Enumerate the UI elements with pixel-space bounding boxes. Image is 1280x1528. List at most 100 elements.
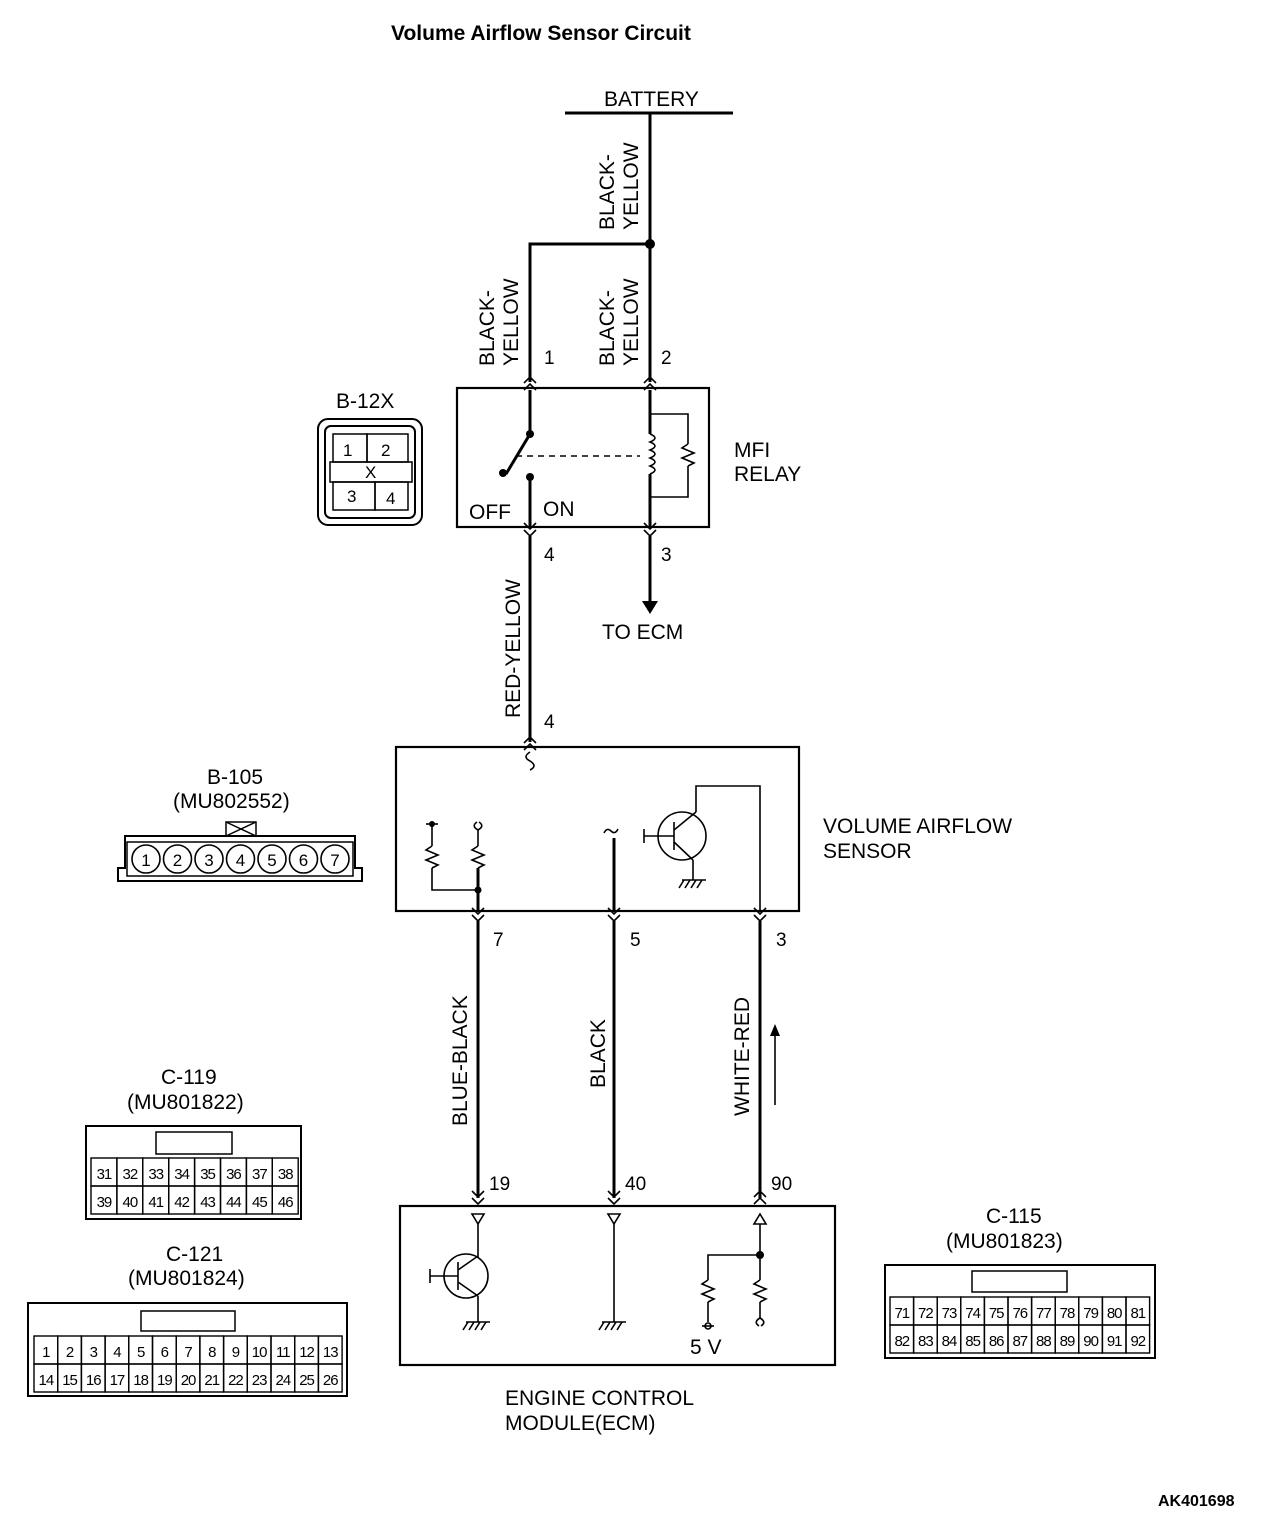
svg-text:(MU801824): (MU801824) bbox=[128, 1267, 245, 1290]
c121-pin-label: 13 bbox=[323, 1344, 338, 1361]
relay-off-label: OFF bbox=[469, 501, 511, 524]
b105-pin-cell bbox=[162, 844, 193, 874]
svg-text:BLACK-: BLACK- bbox=[476, 290, 499, 366]
svg-text:(MU801822): (MU801822) bbox=[127, 1091, 244, 1114]
mfi-relay-box bbox=[455, 386, 711, 529]
svg-text:MODULE(ECM): MODULE(ECM) bbox=[505, 1412, 656, 1435]
b105-pin-label: 5 bbox=[267, 851, 276, 870]
svg-text:(MU801823): (MU801823) bbox=[946, 1230, 1063, 1253]
b105-pin-cell bbox=[131, 844, 161, 874]
relay-pin1-wire bbox=[528, 242, 650, 382]
c121-pin-label: 11 bbox=[276, 1344, 290, 1361]
sensor-pin-4: 4 bbox=[544, 712, 555, 733]
b105-pin-cell bbox=[194, 844, 224, 874]
c121-pin-label: 3 bbox=[90, 1344, 98, 1361]
svg-text:YELLOW: YELLOW bbox=[620, 278, 643, 366]
c119-pin-label: 38 bbox=[278, 1166, 293, 1183]
sensor-name: VOLUME AIRFLOW SENSOR bbox=[823, 815, 1012, 863]
c121-pin-label: 25 bbox=[299, 1372, 314, 1389]
white-red-color-label: WHITE-RED bbox=[731, 997, 754, 1116]
svg-text:RELAY: RELAY bbox=[734, 463, 801, 486]
ecm-ground bbox=[598, 1213, 626, 1331]
c115-pin-label: 80 bbox=[1107, 1305, 1122, 1322]
signal-direction-arrow bbox=[770, 1024, 780, 1105]
black-color-label: BLACK bbox=[587, 1019, 610, 1088]
relay-pin-1: 1 bbox=[544, 348, 555, 369]
svg-text:ENGINE CONTROL: ENGINE CONTROL bbox=[505, 1387, 694, 1410]
ecm-pin-40: 40 bbox=[625, 1174, 646, 1195]
relay-pin2-color-label: BLACK- YELLOW bbox=[596, 278, 643, 366]
b105-pin-cell bbox=[288, 844, 319, 874]
svg-text:C-115: C-115 bbox=[986, 1205, 1042, 1228]
c119-pin-label: 33 bbox=[148, 1166, 163, 1183]
c115-pin-label: 86 bbox=[989, 1333, 1004, 1350]
c115-pin-label: 82 bbox=[894, 1333, 909, 1350]
c121-pin-label: 17 bbox=[110, 1372, 125, 1389]
c121-pin-label: 24 bbox=[276, 1372, 291, 1389]
svg-text:X: X bbox=[365, 463, 376, 482]
svg-text:SENSOR: SENSOR bbox=[823, 840, 912, 863]
battery-label: BATTERY bbox=[604, 88, 699, 111]
c115-pin-label: 84 bbox=[942, 1333, 957, 1350]
b105-pin-label: 7 bbox=[330, 851, 339, 870]
volume-airflow-sensor-box bbox=[394, 745, 801, 913]
red-yellow-color-label: RED-YELLOW bbox=[502, 579, 525, 718]
b105-pin-label: 3 bbox=[204, 851, 213, 870]
b105-pin-label: 6 bbox=[299, 851, 308, 870]
to-ecm-label: TO ECM bbox=[602, 621, 683, 644]
c115-pin-label: 74 bbox=[965, 1305, 980, 1322]
svg-text:4: 4 bbox=[386, 489, 395, 508]
c119-pin-label: 42 bbox=[174, 1194, 189, 1211]
c115-pin-label: 79 bbox=[1083, 1305, 1098, 1322]
c115-pin-label: 71 bbox=[894, 1305, 909, 1322]
c119-pin-label: 32 bbox=[123, 1166, 138, 1183]
c115-pin-label: 90 bbox=[1083, 1333, 1098, 1350]
ecm-input-circuit bbox=[699, 1212, 769, 1330]
svg-text:(MU802552): (MU802552) bbox=[173, 790, 290, 813]
ecm-connector-marks bbox=[471, 1189, 767, 1206]
svg-text:C-121: C-121 bbox=[166, 1243, 223, 1266]
c121-pin-label: 23 bbox=[252, 1372, 267, 1389]
c121-pin-label: 21 bbox=[204, 1372, 219, 1389]
svg-text:BLACK: BLACK bbox=[587, 1019, 610, 1088]
svg-text:YELLOW: YELLOW bbox=[500, 278, 523, 366]
b105-pin-cell bbox=[257, 844, 287, 874]
c115-pin-label: 73 bbox=[942, 1305, 957, 1322]
ecm-5v-label: 5 V bbox=[690, 1336, 722, 1359]
relay-name: MFI RELAY bbox=[734, 439, 801, 486]
c119-pin-label: 34 bbox=[174, 1166, 189, 1183]
c119-pin-label: 31 bbox=[97, 1166, 112, 1183]
battery-feed-color-label: BLACK- YELLOW bbox=[596, 142, 643, 230]
relay-pin-2: 2 bbox=[661, 348, 672, 369]
c119-pin-label: 46 bbox=[278, 1194, 293, 1211]
ecm-name: ENGINE CONTROL MODULE(ECM) bbox=[505, 1387, 694, 1435]
relay-coil bbox=[647, 390, 697, 527]
ecm-pin-90: 90 bbox=[771, 1174, 792, 1195]
figure-code: AK401698 bbox=[1158, 1493, 1235, 1510]
c115-pin-label: 78 bbox=[1060, 1305, 1075, 1322]
c119-pin-cell bbox=[271, 1185, 299, 1215]
relay-pin1-color-label: BLACK- YELLOW bbox=[476, 278, 523, 366]
c115-pin-label: 87 bbox=[1012, 1333, 1027, 1350]
relay-pin-4: 4 bbox=[544, 545, 555, 566]
svg-text:MFI: MFI bbox=[734, 439, 770, 462]
c115-pin-label: 85 bbox=[965, 1333, 980, 1350]
c119-pin-label: 39 bbox=[97, 1194, 112, 1211]
sensor-ground-terminal bbox=[603, 828, 619, 911]
c115-pin-label: 75 bbox=[989, 1305, 1004, 1322]
c121-pin-label: 6 bbox=[161, 1344, 169, 1361]
c119-pin-label: 35 bbox=[200, 1166, 215, 1183]
c121-pin-label: 10 bbox=[252, 1344, 267, 1361]
svg-text:3: 3 bbox=[347, 487, 356, 506]
c121-pin-label: 15 bbox=[62, 1372, 77, 1389]
c115-pin-label: 76 bbox=[1012, 1305, 1027, 1322]
sensor-pin-3: 3 bbox=[776, 930, 787, 951]
svg-text:WHITE-RED: WHITE-RED bbox=[731, 997, 754, 1116]
svg-text:BLACK-: BLACK- bbox=[596, 154, 619, 230]
b105-pin-label: 1 bbox=[141, 851, 150, 870]
relay-pin-3: 3 bbox=[661, 545, 672, 566]
c121-pin-label: 9 bbox=[232, 1344, 240, 1361]
c121-pin-label: 14 bbox=[39, 1372, 54, 1389]
